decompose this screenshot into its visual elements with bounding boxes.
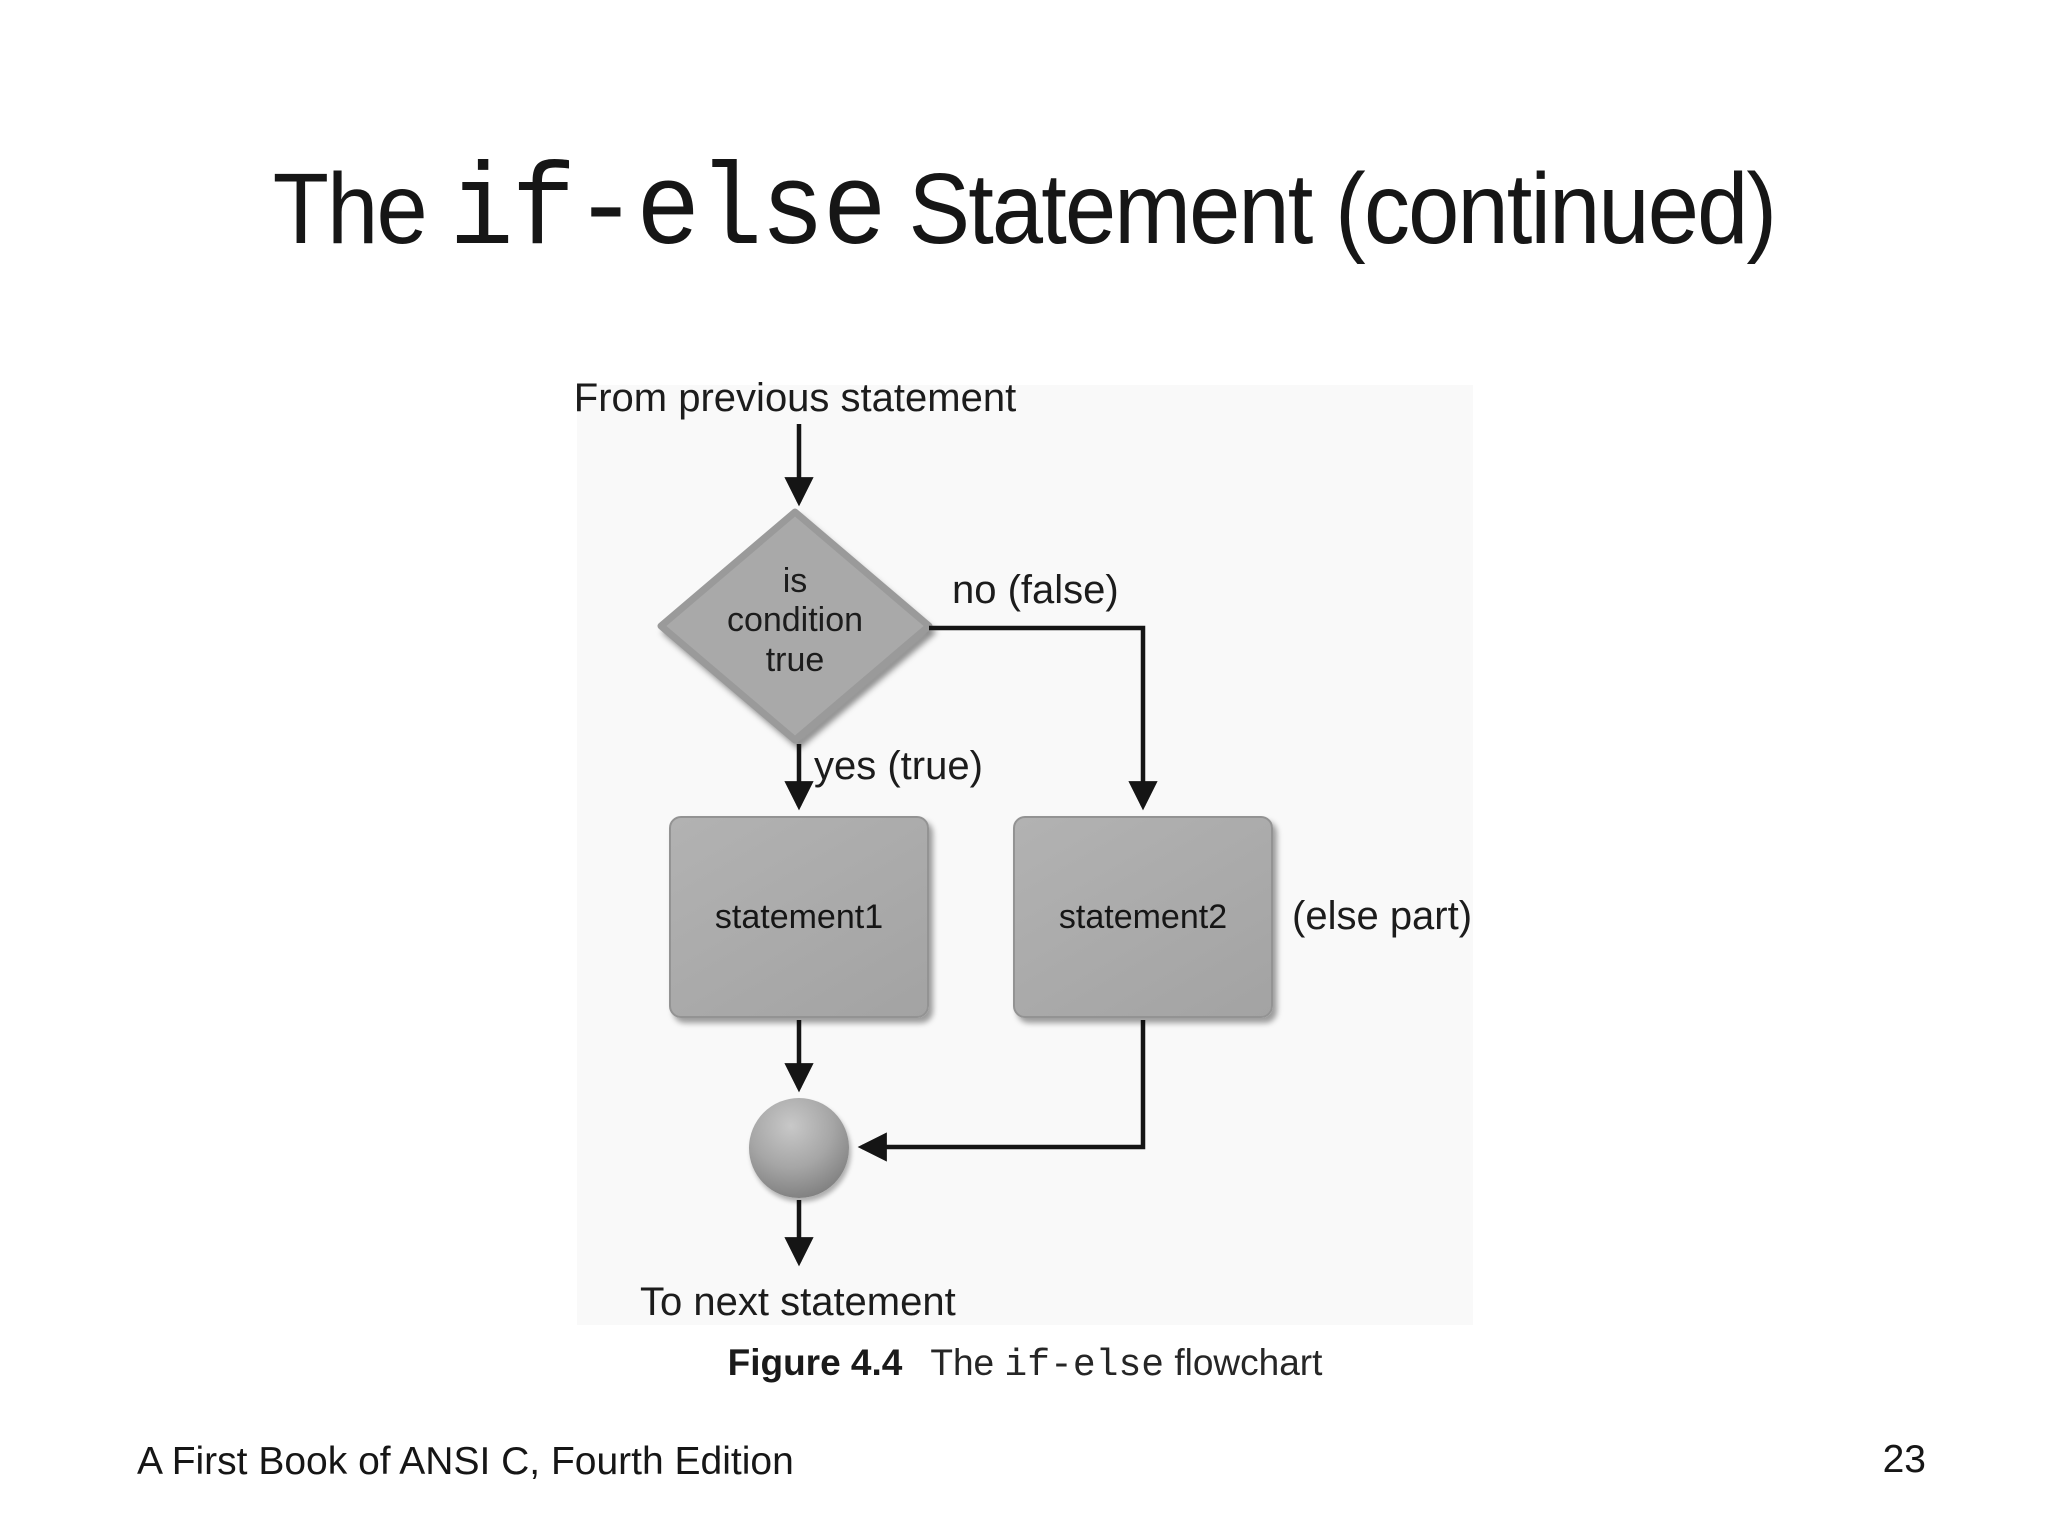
figure-caption: Figure 4.4 The if-else flowchart	[577, 1342, 1473, 1387]
arrow-no-branch	[929, 625, 1158, 811]
label-yes-true: yes (true)	[814, 744, 983, 788]
figure-caption-number: Figure 4.4	[727, 1342, 903, 1383]
footer-book-title: A First Book of ANSI C, Fourth Edition	[137, 1440, 794, 1483]
statement1-box: statement1	[669, 816, 929, 1018]
title-code-if-else: if-else	[449, 146, 887, 278]
diamond-line-1: is	[782, 562, 808, 600]
figure-caption-post: flowchart	[1164, 1342, 1323, 1383]
decision-diamond-text: is condition true	[635, 562, 955, 680]
label-no-false: no (false)	[952, 568, 1119, 612]
figure-caption-pre: The	[930, 1342, 1005, 1383]
decision-diamond	[657, 508, 933, 744]
diamond-line-3: true	[765, 640, 825, 679]
title-text-post: Statement (continued)	[884, 153, 1777, 265]
statement2-label: statement2	[1058, 897, 1228, 936]
statement1-label: statement1	[714, 897, 884, 936]
label-else-part: (else part)	[1292, 894, 1473, 938]
label-to-next-statement: To next statement	[640, 1280, 956, 1324]
join-connector-circle	[749, 1098, 849, 1198]
page-title: The if-else Statement (continued)	[82, 146, 1966, 279]
figure-caption-code: if-else	[1004, 1344, 1165, 1387]
label-from-previous-statement: From previous statement	[573, 376, 1017, 420]
arrow-statement2-to-join	[857, 1020, 1146, 1162]
diamond-line-2: condition	[726, 601, 864, 640]
statement2-box: statement2	[1013, 816, 1273, 1018]
title-text-pre: The	[272, 153, 450, 265]
footer-page-number: 23	[1882, 1438, 1926, 1481]
